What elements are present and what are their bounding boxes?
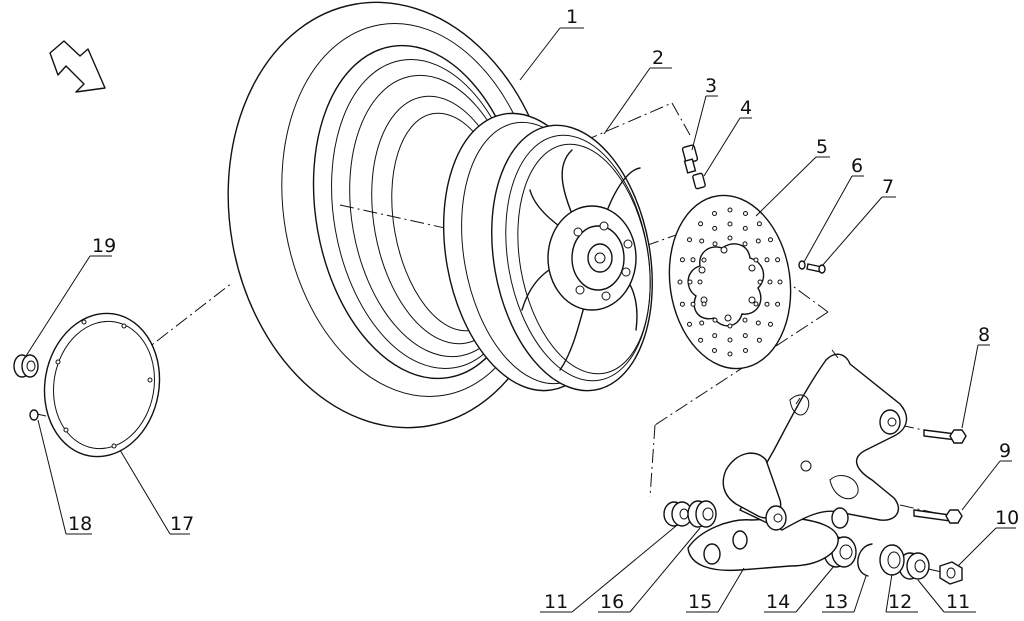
- valve-cap: [692, 172, 706, 190]
- cover-plate: [43, 312, 161, 458]
- disc-vent-hole: [712, 211, 717, 216]
- part-label-11-left: 11: [544, 591, 568, 613]
- part-label-17: 17: [170, 513, 194, 535]
- disc-vent-hole: [687, 321, 692, 327]
- disc-vent-hole: [753, 301, 759, 307]
- disc-vent-hole: [727, 221, 733, 227]
- part-label-5: 5: [816, 136, 828, 158]
- disc-vent-hole: [727, 323, 733, 329]
- disc-vent-hole: [755, 320, 761, 326]
- part-label-16: 16: [600, 591, 624, 613]
- part-label-3: 3: [705, 75, 717, 97]
- part-label-7: 7: [882, 176, 894, 198]
- spacer-left: [663, 501, 693, 527]
- part-label-6: 6: [851, 155, 863, 177]
- circlip: [857, 543, 873, 577]
- disc-vent-hole: [698, 221, 704, 227]
- leader-lines: [25, 27, 1016, 613]
- disc-vent-hole: [756, 221, 762, 227]
- disc-vent-hole: [757, 279, 763, 285]
- disc-bolt: [806, 263, 826, 274]
- disc-vent-hole: [690, 257, 696, 263]
- spacer-right: [898, 552, 930, 580]
- disc-vent-hole: [768, 321, 773, 327]
- disc-vent-hole: [727, 337, 733, 343]
- disc-vent-hole: [742, 333, 748, 339]
- disc-vent-hole: [756, 337, 762, 343]
- disc-vent-hole: [687, 279, 693, 285]
- disc-vent-hole: [677, 279, 683, 285]
- disc-vent-hole: [777, 279, 783, 285]
- disc-vent-hole: [775, 301, 781, 307]
- disc-vent-hole: [743, 348, 748, 353]
- disc-vent-hole: [755, 238, 761, 244]
- caliper-bolt-upper: [923, 429, 967, 444]
- oil-seal: [879, 544, 905, 576]
- disc-vent-hole: [679, 301, 685, 307]
- disc-vent-hole: [697, 279, 703, 285]
- disc-vent-hole: [699, 238, 705, 244]
- axle-nut: [939, 561, 963, 585]
- disc-vent-hole: [712, 225, 718, 231]
- part-label-8: 8: [978, 324, 990, 346]
- disc-vent-hole: [690, 301, 696, 307]
- disc-vent-hole: [712, 348, 717, 353]
- part-label-12: 12: [888, 591, 912, 613]
- disc-vent-hole: [727, 235, 733, 241]
- disc-vent-hole: [699, 320, 705, 326]
- brake-disc: [668, 194, 792, 370]
- disc-vent-hole: [742, 317, 748, 323]
- washer: [798, 260, 806, 270]
- part-label-2: 2: [652, 47, 664, 69]
- disc-vent-hole: [743, 211, 748, 216]
- disc-vent-hole: [767, 279, 773, 285]
- part-label-9: 9: [999, 440, 1011, 462]
- disc-vent-hole: [679, 257, 685, 263]
- part-label-4: 4: [740, 97, 752, 119]
- brake-disc-holes: [677, 207, 783, 357]
- bearing-small: [13, 354, 39, 378]
- part-label-14: 14: [766, 591, 790, 613]
- disc-vent-hole: [727, 207, 733, 213]
- disc-vent-hole: [701, 301, 707, 307]
- disc-vent-hole: [742, 241, 748, 247]
- cover-screw: [29, 409, 47, 421]
- disc-vent-hole: [742, 225, 748, 231]
- bearing-left: [687, 500, 717, 528]
- wheel-rim: [442, 112, 653, 392]
- part-label-1: 1: [566, 6, 578, 28]
- disc-vent-hole: [768, 237, 773, 243]
- caliper-bolt-lower: [913, 509, 963, 524]
- part-numbers: 1 2 3 4 5 6 7 8 9 10 11 16 15 14 13 12 1…: [68, 6, 1019, 613]
- part-label-19: 19: [92, 235, 116, 257]
- part-label-15: 15: [688, 591, 712, 613]
- disc-vent-hole: [764, 301, 770, 307]
- disc-vent-hole: [775, 257, 781, 263]
- disc-vent-hole: [712, 333, 718, 339]
- disc-vent-hole: [687, 237, 692, 243]
- part-label-11-right: 11: [946, 591, 970, 613]
- disc-vent-hole: [712, 241, 718, 247]
- part-label-10: 10: [995, 507, 1019, 529]
- disc-vent-hole: [701, 257, 707, 263]
- disc-vent-hole: [727, 351, 733, 357]
- disc-vent-hole: [698, 337, 704, 343]
- disc-vent-hole: [753, 257, 759, 263]
- tire-valve: [681, 144, 699, 174]
- disc-vent-hole: [712, 317, 718, 323]
- caliper-bracket: [687, 349, 908, 572]
- part-label-18: 18: [68, 513, 92, 535]
- part-label-13: 13: [824, 591, 848, 613]
- disc-vent-hole: [764, 257, 770, 263]
- hollow-arrow-icon: [49, 40, 106, 93]
